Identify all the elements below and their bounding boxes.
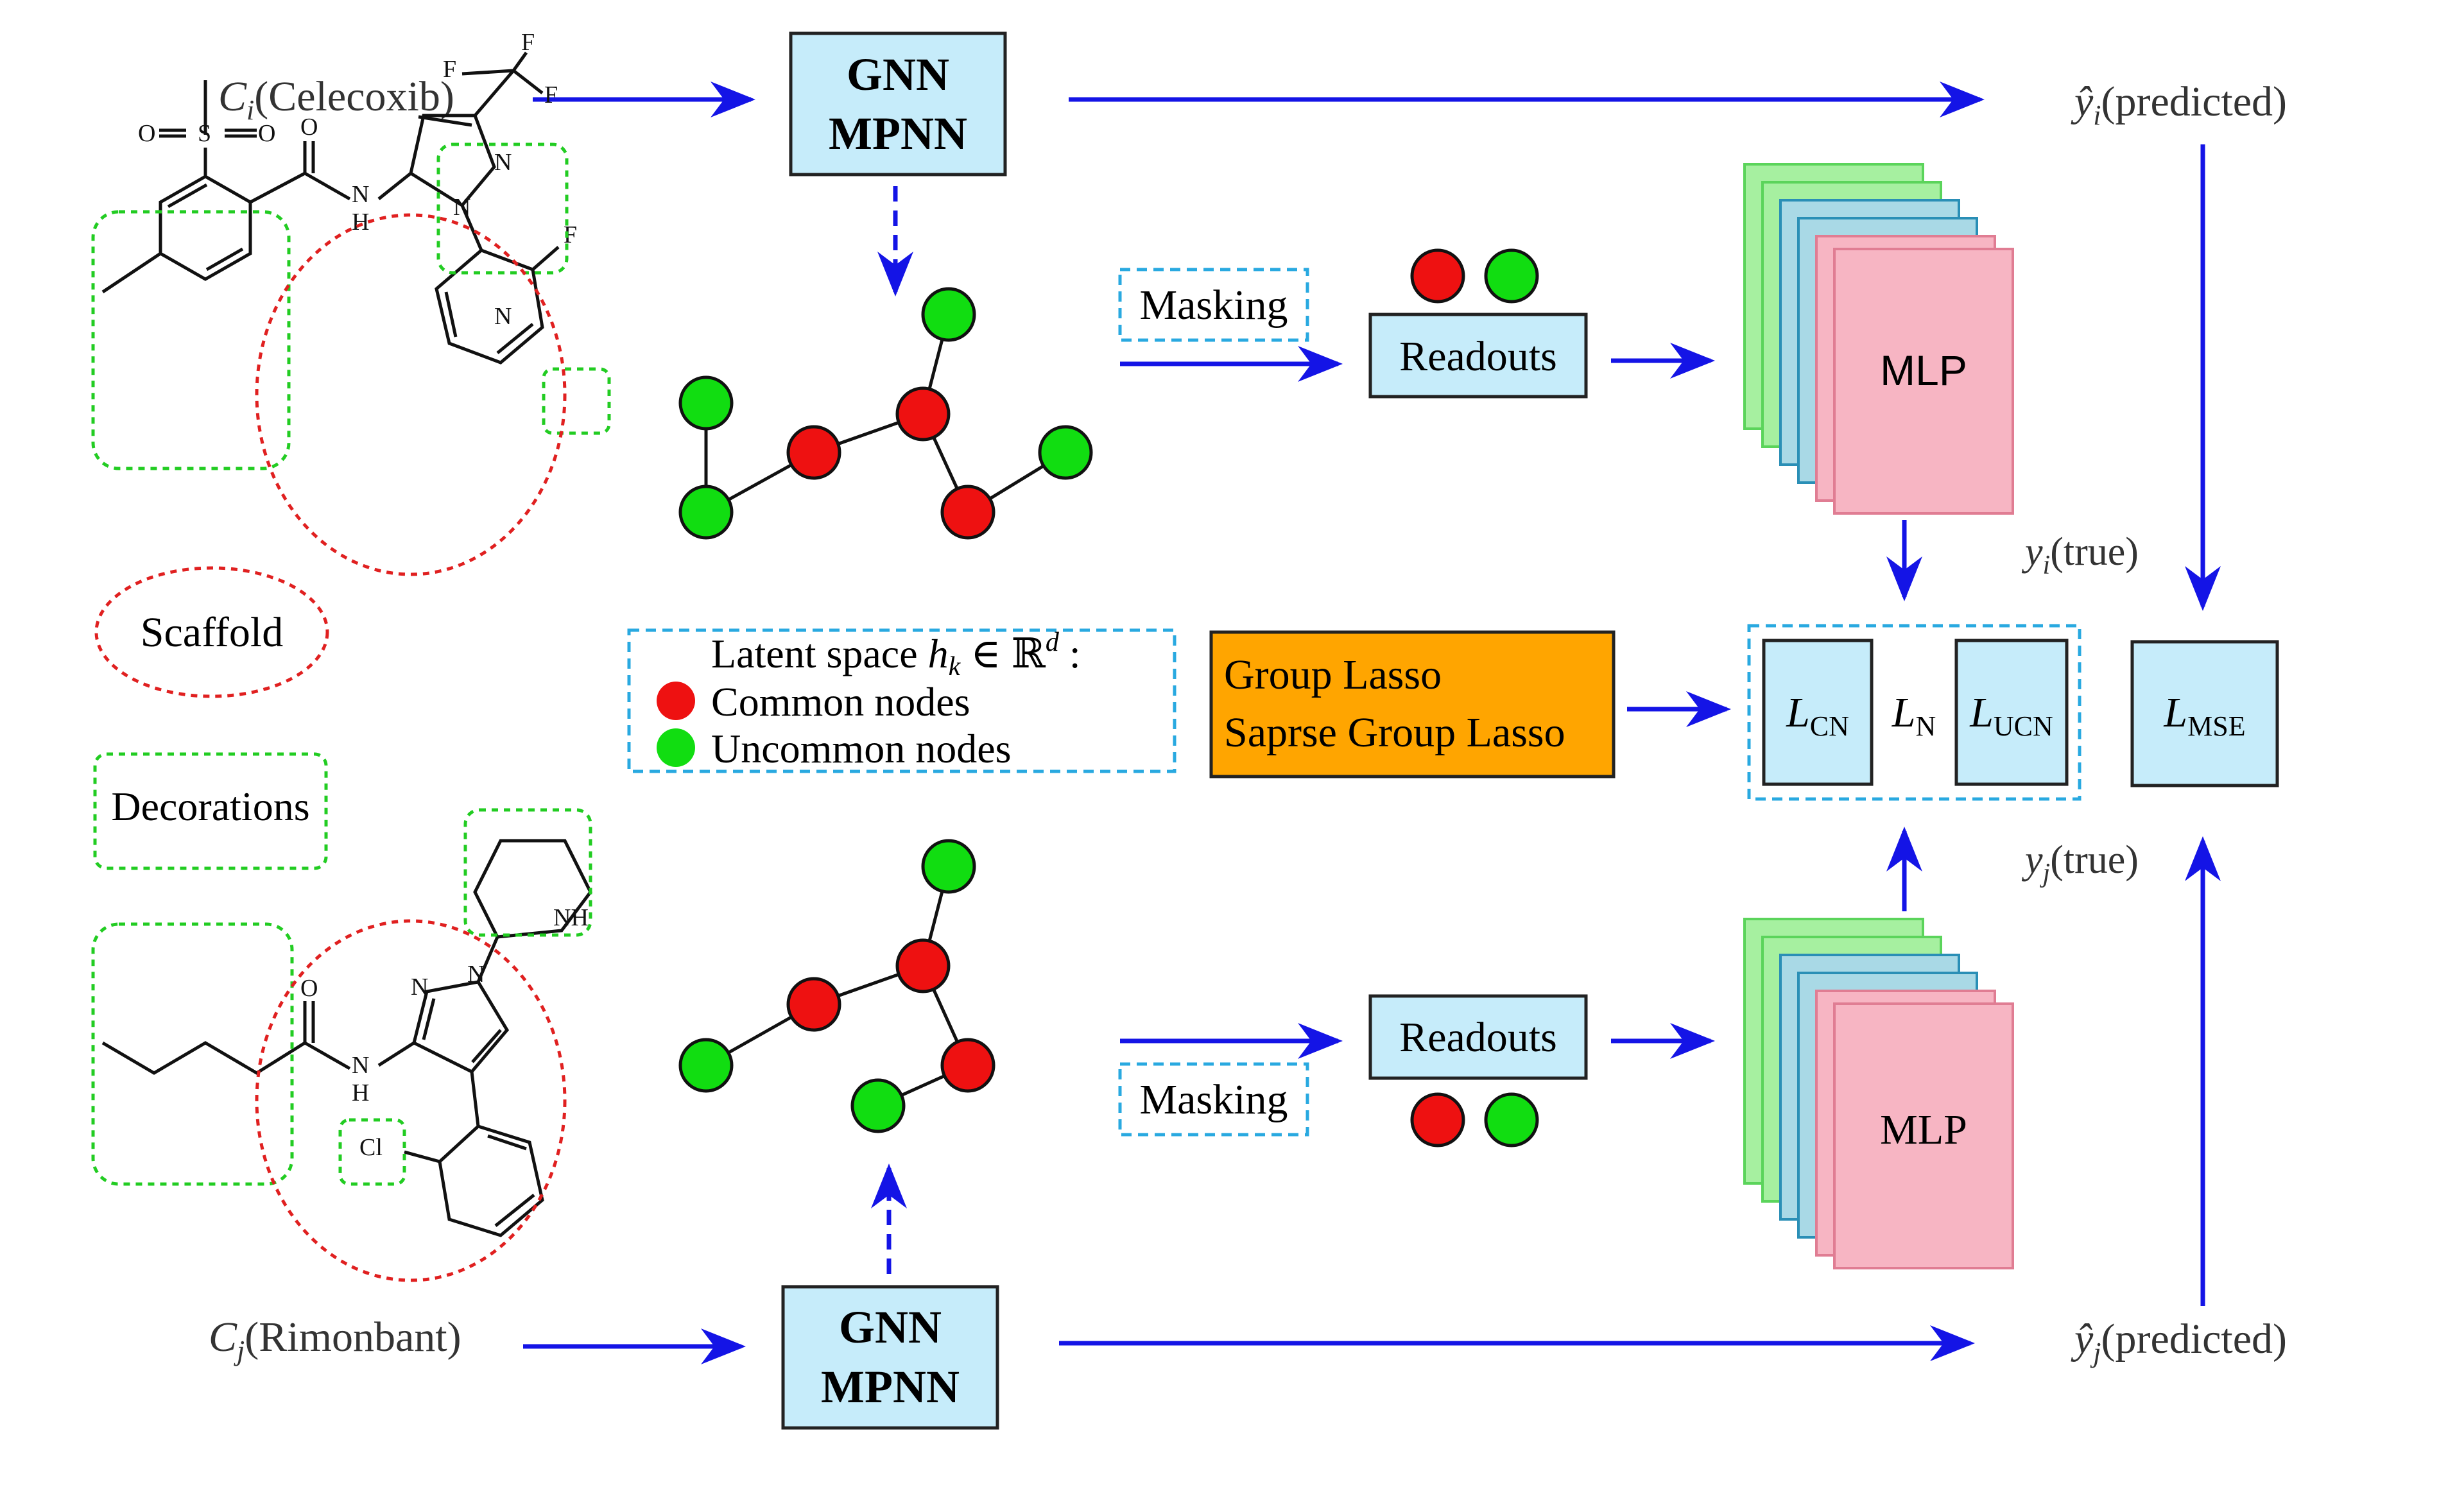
node-circle-icon: [786, 977, 841, 1032]
svg-text:F: F: [521, 29, 535, 56]
svg-text:MLP: MLP: [1880, 347, 1967, 394]
node-circle-icon: [1038, 425, 1093, 480]
svg-text:Readouts: Readouts: [1399, 1014, 1557, 1061]
svg-text:Masking: Masking: [1140, 282, 1288, 329]
masking-box-bottom: Masking: [1118, 1062, 1309, 1137]
scaffold-ellipse: [255, 213, 567, 576]
node-circle-icon: [1410, 248, 1465, 304]
true-label-top: yi(true): [2021, 530, 2139, 580]
loss-ucn-box: [1954, 639, 2069, 786]
svg-text:N: N: [411, 974, 428, 1001]
molecule-structure-top: [101, 51, 560, 365]
molecule-structure-bottom: [101, 839, 592, 1237]
svg-text:Group Lasso: Group Lasso: [1224, 651, 1442, 698]
decoration-box: [91, 922, 294, 1186]
svg-text:H: H: [352, 1079, 369, 1106]
decoration-box: [436, 142, 569, 275]
node-circle-icon: [786, 425, 841, 480]
node-circle-icon: [1410, 1092, 1465, 1147]
svg-text:Uncommon nodes: Uncommon nodes: [711, 726, 1012, 771]
svg-text:N: N: [494, 303, 512, 330]
svg-text:F: F: [544, 82, 558, 108]
svg-text:F: F: [564, 221, 577, 248]
svg-text:LMSE: LMSE: [2163, 689, 2245, 742]
scaffold-ellipse: [255, 919, 567, 1282]
loss-n-label: LN: [1892, 689, 1936, 742]
atom-labels-bottom: O N H N N NH Cl: [300, 904, 589, 1161]
loss-mse-box: LMSE: [2130, 640, 2279, 787]
node-circle-icon: [678, 1038, 734, 1093]
svg-text:Latent space hk ∈ ℝd :: Latent space hk ∈ ℝd :: [711, 628, 1081, 682]
masking-box-top: Masking: [1118, 268, 1309, 342]
node-circle-icon: [1484, 1092, 1539, 1147]
node-circle-icon: [940, 485, 995, 540]
svg-text:Cl: Cl: [359, 1134, 383, 1161]
node-circle-icon: [895, 938, 951, 993]
decoration-box: [542, 367, 611, 435]
svg-text:O: O: [138, 120, 155, 147]
mlp-stack-top: MLP: [1743, 163, 2014, 515]
molecule-graph-icon: [678, 839, 995, 1133]
svg-text:Readouts: Readouts: [1399, 333, 1557, 380]
svg-text:N: N: [352, 181, 369, 208]
node-circle-icon: [940, 1038, 995, 1093]
gnn-mpnn-box-bottom: GNN MPNN: [781, 1285, 999, 1430]
node-circle-icon: [657, 728, 695, 767]
predicted-label-top: ŷi(predicted): [2071, 78, 2287, 131]
group-lasso-box: Group Lasso Saprse Group Lasso: [1209, 630, 1616, 778]
node-circle-icon: [921, 839, 976, 894]
svg-text:O: O: [300, 114, 318, 141]
decoration-box: [463, 808, 592, 937]
gnn-mpnn-box-top: GNN MPNN: [789, 31, 1007, 176]
svg-text:MLP: MLP: [1880, 1106, 1967, 1153]
node-circle-icon: [850, 1078, 906, 1133]
svg-text:Saprse Group Lasso: Saprse Group Lasso: [1224, 709, 1565, 756]
svg-text:O: O: [300, 975, 318, 1002]
node-loss-group: LCN LN LUCN: [1747, 624, 2081, 801]
atom-labels-top: S O O O N H N N N F F F F: [138, 29, 577, 330]
node-circle-icon: [678, 485, 734, 540]
svg-text:N: N: [352, 1052, 369, 1079]
input-label-top: Ci(Celecoxib): [218, 73, 454, 126]
svg-text:F: F: [443, 56, 456, 83]
node-circle-icon: [1484, 248, 1539, 304]
svg-text:N: N: [494, 149, 512, 176]
svg-text:Masking: Masking: [1140, 1076, 1288, 1123]
molecule-graph-icon: [678, 287, 1093, 540]
decorations-legend: Decorations: [93, 752, 328, 870]
svg-text:Scaffold: Scaffold: [141, 609, 283, 656]
input-label-bottom: Cj(Rimonbant): [209, 1314, 461, 1366]
node-circle-icon: [678, 375, 734, 431]
svg-text:NH: NH: [553, 904, 589, 931]
readouts-box-top: Readouts: [1368, 313, 1588, 399]
svg-text:H: H: [352, 209, 369, 236]
svg-text:O: O: [258, 120, 275, 147]
svg-text:Common nodes: Common nodes: [711, 679, 970, 725]
decoration-box: [91, 210, 291, 470]
node-circle-icon: [921, 287, 976, 342]
svg-text:Decorations: Decorations: [111, 784, 309, 829]
predicted-label-bottom: ŷj(predicted): [2071, 1316, 2287, 1368]
svg-text:N: N: [453, 194, 470, 221]
node-circle-icon: [895, 386, 951, 442]
svg-text:GNN: GNN: [847, 49, 949, 100]
loss-cn-box: [1762, 639, 1874, 786]
readouts-box-bottom: Readouts: [1368, 994, 1588, 1080]
scaffold-legend: Scaffold: [94, 566, 329, 698]
svg-text:LUCN: LUCN: [1969, 689, 2053, 742]
true-label-bottom: yj(true): [2021, 838, 2139, 888]
latent-space-legend: Latent space hk ∈ ℝd : Common nodes Unco…: [627, 628, 1176, 773]
svg-text:MPNN: MPNN: [829, 108, 967, 159]
svg-text:N: N: [467, 961, 485, 988]
svg-text:MPNN: MPNN: [821, 1361, 960, 1413]
svg-text:S: S: [198, 120, 211, 147]
mlp-stack-bottom: MLP: [1743, 918, 2014, 1269]
svg-text:GNN: GNN: [839, 1302, 942, 1353]
svg-text:LCN: LCN: [1786, 689, 1849, 742]
node-circle-icon: [657, 682, 695, 720]
